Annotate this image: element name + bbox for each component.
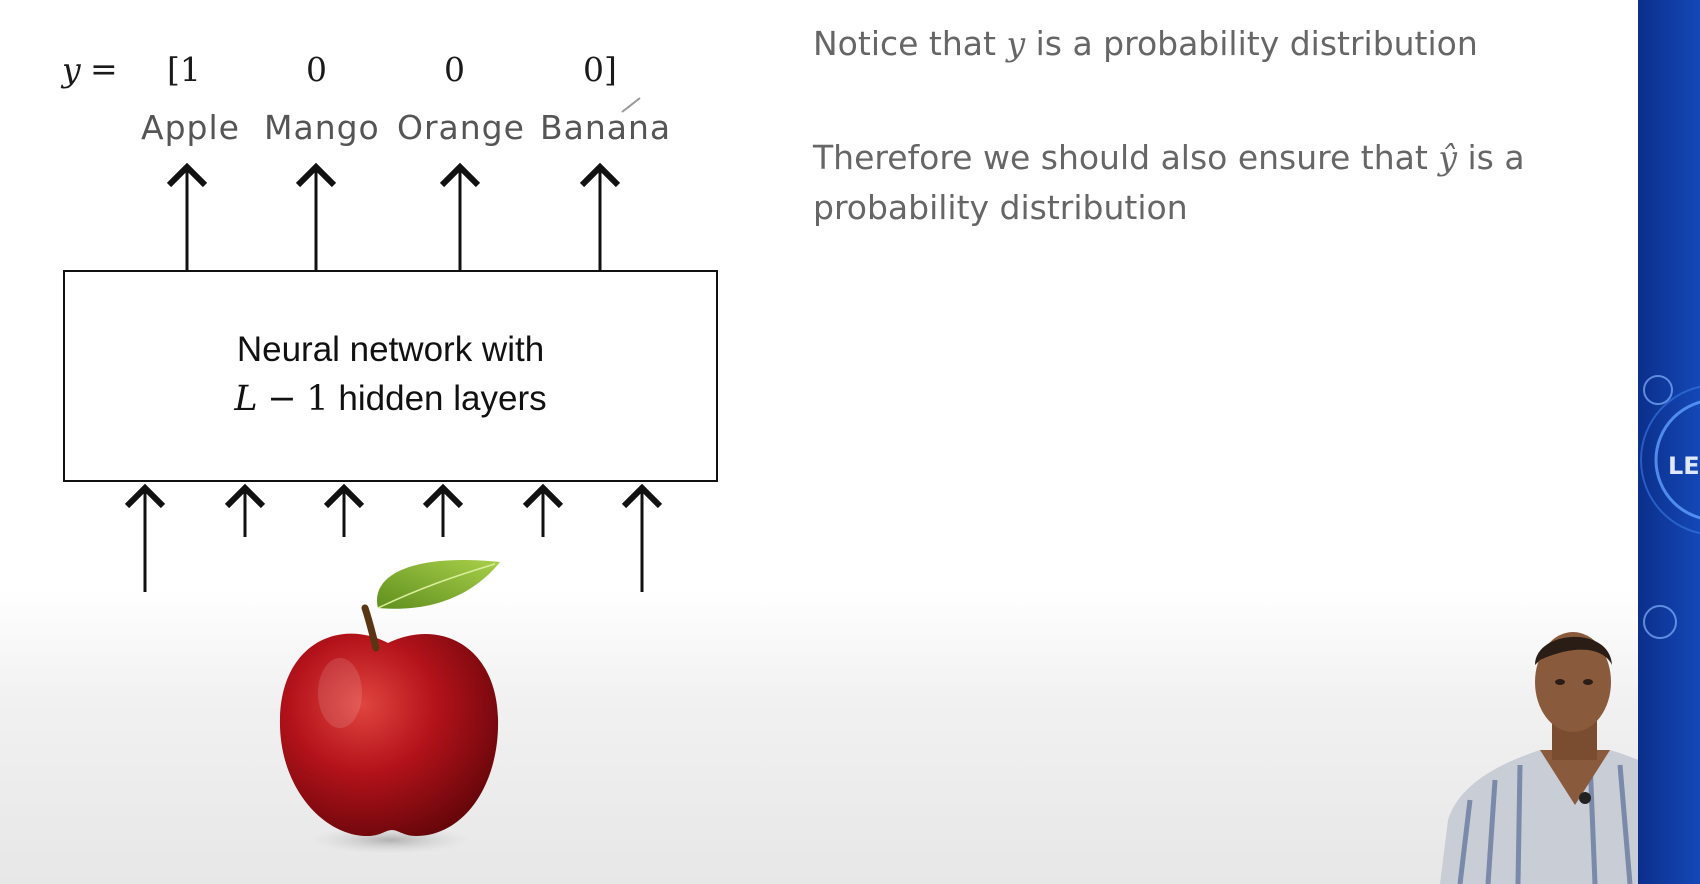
arrows-diagram bbox=[124, 97, 663, 592]
y-value-banana: 0] bbox=[583, 50, 617, 89]
math-one: 1 bbox=[306, 379, 329, 419]
y-value-orange: 0 bbox=[444, 50, 465, 89]
math-var-L: L bbox=[234, 379, 258, 419]
y-value-mango: 0 bbox=[306, 50, 327, 89]
notice-var-y: y bbox=[1006, 24, 1026, 63]
microphone-icon bbox=[1579, 792, 1591, 804]
slide: y = [1 0 0 0] Apple Mango Orange Banana … bbox=[62, 24, 1613, 854]
branding-text: LEA bbox=[1668, 452, 1700, 480]
neural-network-box: Neural network with L − 1 hidden layers bbox=[63, 270, 718, 482]
therefore-var-yhat: ŷ bbox=[1438, 138, 1457, 177]
therefore-pre: Therefore we should also ensure that bbox=[813, 138, 1428, 177]
notice-pre: Notice that bbox=[813, 24, 996, 63]
y-label: y bbox=[62, 50, 81, 89]
notice-text: Notice that y is a probability distribut… bbox=[813, 24, 1613, 63]
network-icon bbox=[1640, 375, 1700, 639]
class-label-mango: Mango bbox=[264, 108, 380, 147]
pen-cursor-icon bbox=[621, 97, 641, 113]
network-subtitle: L − 1 hidden layers bbox=[65, 379, 716, 419]
math-minus: − bbox=[267, 379, 297, 419]
apple-image bbox=[279, 560, 500, 854]
hidden-layers-text: hidden layers bbox=[338, 379, 547, 418]
therefore-post: is a probability distribution bbox=[813, 138, 1525, 227]
notice-post: is a probability distribution bbox=[1035, 24, 1478, 63]
class-label-banana: Banana bbox=[540, 108, 672, 147]
y-value-apple: [1 bbox=[167, 50, 201, 89]
class-label-apple: Apple bbox=[141, 108, 240, 147]
class-label-orange: Orange bbox=[397, 108, 525, 147]
branding-panel: LEA bbox=[1638, 0, 1700, 884]
network-title: Neural network with bbox=[236, 330, 545, 369]
therefore-text: Therefore we should also ensure that ŷ i… bbox=[813, 133, 1553, 233]
equals-sign: = bbox=[90, 49, 118, 88]
